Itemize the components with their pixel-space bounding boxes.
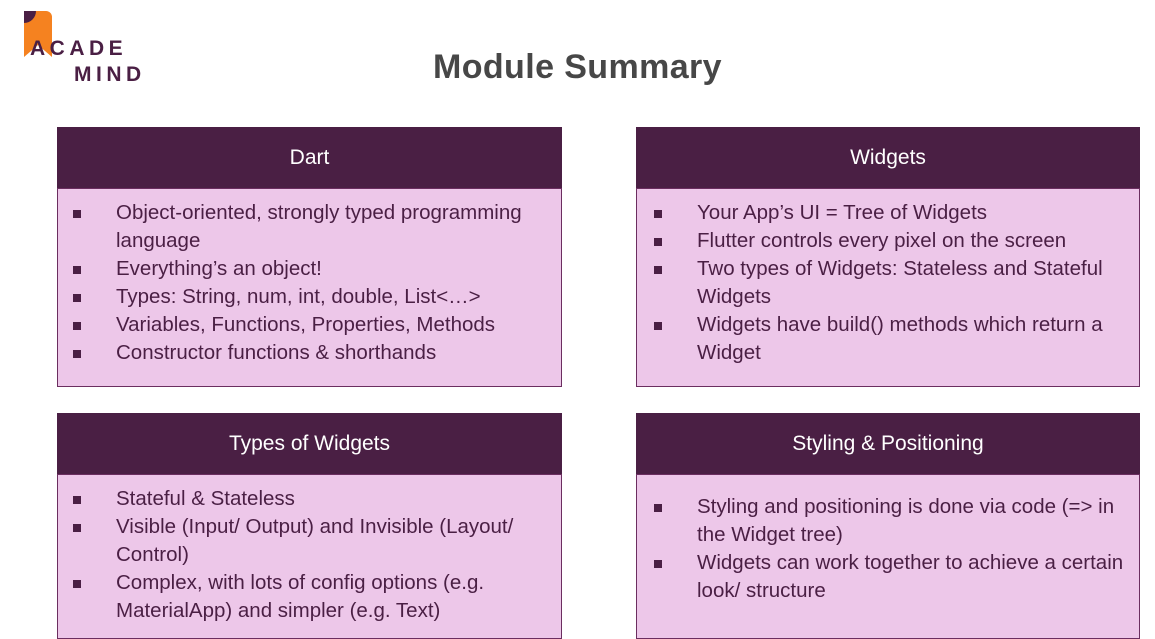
list-item: Visible (Input/ Output) and Invisible (L… xyxy=(70,513,551,569)
summary-card-widgets: Widgets Your App’s UI = Tree of Widgets … xyxy=(636,127,1140,387)
card-body-styling-positioning: Styling and positioning is done via code… xyxy=(636,474,1140,639)
list-item: Flutter controls every pixel on the scre… xyxy=(651,227,1129,255)
card-header-dart: Dart xyxy=(57,127,562,188)
summary-card-styling-positioning: Styling & Positioning Styling and positi… xyxy=(636,413,1140,639)
list-item: Variables, Functions, Properties, Method… xyxy=(70,311,551,339)
list-item: Complex, with lots of config options (e.… xyxy=(70,569,551,625)
brand-line-1: ACADE xyxy=(30,37,128,60)
card-header-types-of-widgets: Types of Widgets xyxy=(57,413,562,474)
list-item: Everything’s an object! xyxy=(70,255,551,283)
academind-bookmark-icon xyxy=(16,7,60,59)
list-item: Widgets can work together to achieve a c… xyxy=(651,549,1129,605)
card-body-widgets: Your App’s UI = Tree of Widgets Flutter … xyxy=(636,188,1140,387)
card-body-dart: Object-oriented, strongly typed programm… xyxy=(57,188,562,387)
summary-card-types-of-widgets: Types of Widgets Stateful & Stateless Vi… xyxy=(57,413,562,639)
bullet-list-widgets: Your App’s UI = Tree of Widgets Flutter … xyxy=(651,199,1129,367)
bullet-list-styling-positioning: Styling and positioning is done via code… xyxy=(651,493,1129,605)
list-item: Widgets have build() methods which retur… xyxy=(651,311,1129,367)
list-item: Two types of Widgets: Stateless and Stat… xyxy=(651,255,1129,311)
bullet-list-types-of-widgets: Stateful & Stateless Visible (Input/ Out… xyxy=(70,485,551,625)
academind-logo: ACADE MIND xyxy=(12,4,182,92)
list-item: Your App’s UI = Tree of Widgets xyxy=(651,199,1129,227)
list-item: Object-oriented, strongly typed programm… xyxy=(70,199,551,255)
list-item: Types: String, num, int, double, List<…> xyxy=(70,283,551,311)
card-header-styling-positioning: Styling & Positioning xyxy=(636,413,1140,474)
academind-wordmark: ACADE MIND xyxy=(18,36,182,88)
brand-line-2: MIND xyxy=(74,63,146,86)
list-item: Stateful & Stateless xyxy=(70,485,551,513)
page-title: Module Summary xyxy=(433,48,722,86)
bullet-list-dart: Object-oriented, strongly typed programm… xyxy=(70,199,551,367)
summary-card-dart: Dart Object-oriented, strongly typed pro… xyxy=(57,127,562,387)
card-body-types-of-widgets: Stateful & Stateless Visible (Input/ Out… xyxy=(57,474,562,639)
card-header-widgets: Widgets xyxy=(636,127,1140,188)
list-item: Styling and positioning is done via code… xyxy=(651,493,1129,549)
list-item: Constructor functions & shorthands xyxy=(70,339,551,367)
